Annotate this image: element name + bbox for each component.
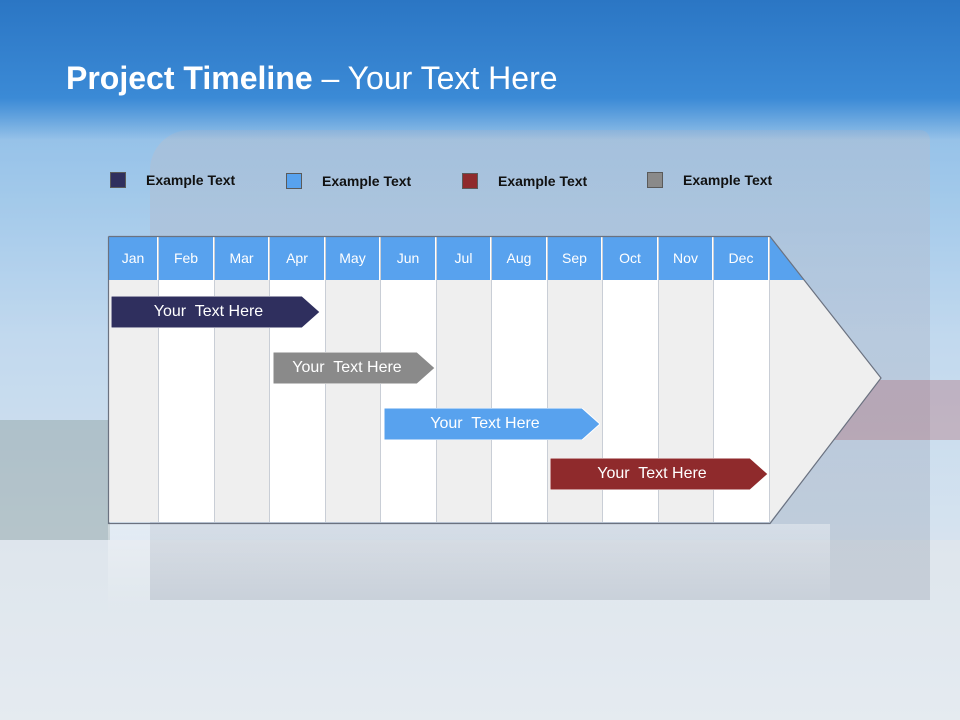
legend-item-3[interactable]: Example Text (462, 173, 587, 189)
task-arrow-shape (273, 352, 435, 384)
task-arrow-fill (384, 408, 600, 440)
title-bar (0, 0, 960, 140)
month-column-aug: Aug (492, 236, 548, 522)
task-label: Your Text Here (153, 303, 264, 320)
legend-swatch-2 (286, 173, 302, 189)
legend-label-3: Example Text (498, 173, 588, 189)
month-header-may: May (326, 236, 380, 280)
timeline-frame (107, 235, 882, 525)
slide-title-bold: Project Timeline (66, 60, 313, 96)
task-bar-3[interactable]: Your Text Here (384, 408, 600, 440)
month-column-jul: Jul (437, 236, 492, 522)
task-arrow-shape (111, 296, 320, 328)
legend-swatch-1 (110, 172, 126, 188)
task-arrow-shape (384, 408, 600, 440)
task-label: Your Text Here (597, 465, 707, 482)
month-header-sep: Sep (548, 236, 602, 280)
month-header-jun: Jun (381, 236, 436, 280)
month-column-mar: Mar (215, 236, 270, 522)
timeline-outline (107, 235, 882, 525)
task-label: Your Text Here (430, 415, 540, 432)
legend-item-2[interactable]: Example Text (286, 173, 411, 189)
legend-item-1[interactable]: Example Text (110, 172, 235, 188)
month-header-jan: Jan (109, 236, 158, 280)
task-arrow-shape (550, 458, 768, 490)
task-bar-4[interactable]: Your Text Here (550, 458, 768, 490)
gravel-ground (0, 540, 960, 720)
legend-label-4: Example Text (683, 172, 773, 188)
month-header-oct: Oct (603, 236, 658, 280)
task-bar-2[interactable]: Your Text Here (273, 352, 435, 384)
month-header-jul: Jul (437, 236, 491, 280)
timeline-reflection (108, 524, 830, 614)
arrow-body-fill (770, 280, 881, 522)
legend-swatch-3 (462, 173, 478, 189)
task-bar-1[interactable]: Your Text Here (111, 296, 320, 328)
legend-label-2: Example Text (322, 173, 412, 189)
task-arrow-fill (273, 352, 435, 384)
task-label: Your Text Here (292, 359, 402, 376)
legend-label-1: Example Text (146, 172, 236, 188)
month-header-apr: Apr (270, 236, 325, 280)
month-header-feb: Feb (159, 236, 214, 280)
slide-title[interactable]: Project Timeline – Your Text Here (66, 60, 558, 97)
month-header-nov: Nov (659, 236, 713, 280)
task-arrow-fill (550, 458, 768, 490)
month-header-mar: Mar (215, 236, 269, 280)
slide-title-rest: – Your Text Here (312, 60, 558, 96)
rail-car-image (0, 420, 110, 540)
task-arrow-fill (111, 296, 320, 328)
month-header-dec: Dec (714, 236, 769, 280)
month-column-jan: Jan (109, 236, 159, 522)
legend-swatch-4 (647, 172, 663, 188)
legend-item-4[interactable]: Example Text (647, 172, 772, 188)
month-column-feb: Feb (159, 236, 215, 522)
month-header-aug: Aug (492, 236, 547, 280)
